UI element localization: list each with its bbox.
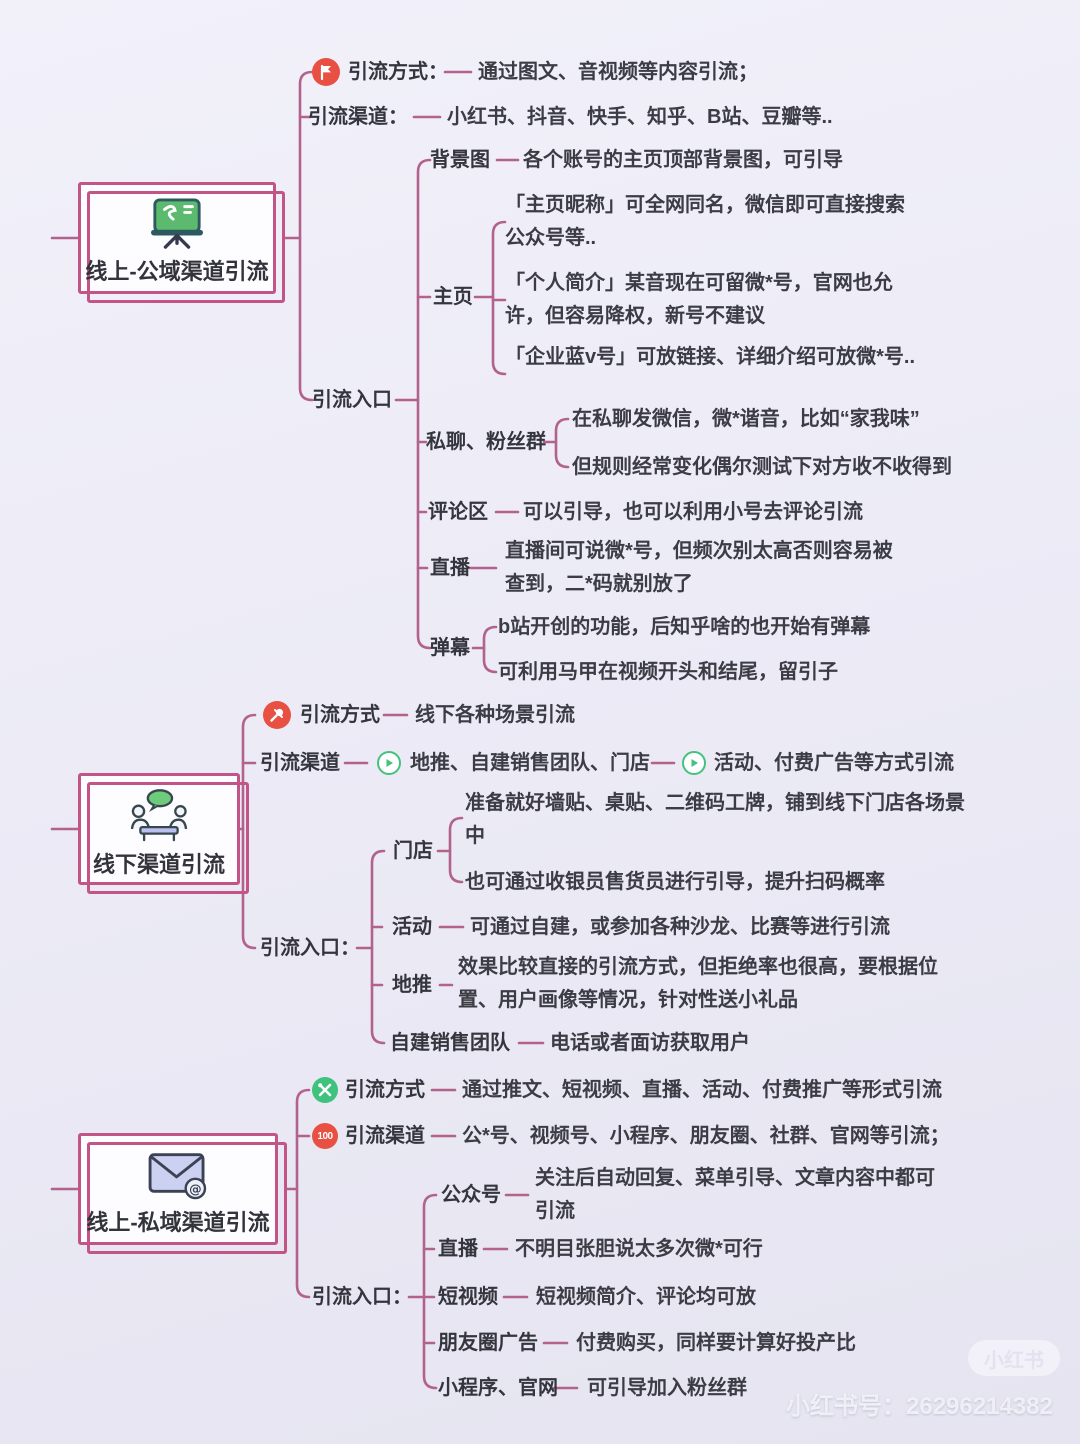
live-note[interactable]: 不明目张胆说太多次微*可行 — [515, 1238, 763, 1260]
xiaohongshu-id-watermark: 小红书号：26296214382 — [786, 1393, 1053, 1420]
entry-miniapp-label[interactable]: 小程序、官网 — [438, 1377, 558, 1399]
meeting-icon — [126, 788, 192, 847]
mail-icon: @ — [147, 1148, 209, 1205]
branch-channel-detail-2[interactable]: 活动、付费广告等方式引流 — [714, 752, 954, 774]
entry-event-label[interactable]: 活动 — [392, 916, 432, 938]
gzh-note[interactable]: 关注后自动回复、菜单引导、文章内容中都可引流 — [535, 1167, 935, 1222]
play-icon — [377, 751, 401, 775]
danmu-note-1[interactable]: b站开创的功能，后知乎啥的也开始有弹幕 — [498, 616, 871, 638]
root-node-offline-channels[interactable]: 线下渠道引流 — [78, 773, 240, 885]
xiaohongshu-badge: 小红书 — [968, 1340, 1060, 1376]
svg-text:@: @ — [189, 1181, 202, 1196]
branch-entry-label[interactable]: 引流入口 — [312, 389, 392, 411]
entry-shortvideo-label[interactable]: 短视频 — [438, 1286, 498, 1308]
homepage-nickname-note[interactable]: 「主页昵称」可全网同名，微信即可直接搜索公众号等.. — [505, 194, 905, 249]
danmu-note-2[interactable]: 可利用马甲在视频开头和结尾，留引子 — [498, 661, 838, 683]
play-icon — [682, 751, 706, 775]
branch-method-label[interactable]: 引流方式： — [348, 61, 448, 83]
flag-icon — [312, 58, 340, 86]
branch-channel-label[interactable]: 引流渠道 — [260, 752, 340, 774]
entry-bgimage-detail[interactable]: 各个账号的主页顶部背景图，可引导 — [523, 149, 843, 171]
hundred-icon: 100 — [312, 1123, 338, 1149]
salesteam-note[interactable]: 电话或者面访获取用户 — [550, 1032, 750, 1054]
livestream-note[interactable]: 直播间可说微*号，但频次别太高否则容易被查到，二*码就别放了 — [505, 540, 893, 595]
miniapp-note[interactable]: 可引导加入粉丝群 — [587, 1377, 747, 1399]
branch-channel-detail[interactable]: 小红书、抖音、快手、知乎、B站、豆瓣等.. — [447, 106, 833, 128]
branch-channel-label[interactable]: 引流渠道： — [308, 106, 408, 128]
branch-channel-detail-1[interactable]: 地推、自建销售团队、门店 — [410, 752, 650, 774]
branch-channel-label[interactable]: 引流渠道 — [345, 1125, 425, 1147]
entry-livestream-label[interactable]: 直播 — [430, 557, 470, 579]
entry-privatechat-label[interactable]: 私聊、粉丝群 — [426, 431, 546, 453]
branch-method-detail[interactable]: 通过推文、短视频、直播、活动、付费推广等形式引流 — [462, 1079, 942, 1101]
branch-entry-label[interactable]: 引流入口： — [312, 1286, 412, 1308]
branch-method-detail[interactable]: 线下各种场景引流 — [415, 704, 575, 726]
entry-homepage-label[interactable]: 主页 — [433, 286, 473, 308]
root-title: 线上-私域渠道引流 — [86, 1210, 270, 1235]
privatechat-note-2[interactable]: 但规则经常变化偶尔测试下对方收不收得到 — [572, 456, 952, 478]
root-node-private-channels[interactable]: @ 线上-私域渠道引流 — [78, 1133, 278, 1245]
root-title: 线上-公域渠道引流 — [85, 259, 269, 284]
entry-salesteam-label[interactable]: 自建销售团队 — [390, 1032, 510, 1054]
entry-momentsad-label[interactable]: 朋友圈广告 — [438, 1332, 538, 1354]
entry-gzh-label[interactable]: 公众号 — [441, 1184, 501, 1206]
branch-method-label[interactable]: 引流方式 — [300, 704, 380, 726]
branch-channel-detail[interactable]: 公*号、视频号、小程序、朋友圈、社群、官网等引流； — [462, 1125, 950, 1147]
shortvideo-note[interactable]: 短视频简介、评论均可放 — [536, 1286, 756, 1308]
branch-method-label[interactable]: 引流方式 — [345, 1079, 425, 1101]
tools-icon — [312, 1077, 338, 1103]
entry-comments-label[interactable]: 评论区 — [428, 501, 488, 523]
branch-entry-label[interactable]: 引流入口： — [260, 937, 360, 959]
pin-icon — [263, 701, 291, 729]
root-title: 线下渠道引流 — [92, 852, 225, 877]
momentsad-note[interactable]: 付费购买，同样要计算好投产比 — [576, 1332, 856, 1354]
entry-live-label[interactable]: 直播 — [438, 1238, 478, 1260]
event-note[interactable]: 可通过自建，或参加各种沙龙、比赛等进行引流 — [470, 916, 890, 938]
privatechat-note-1[interactable]: 在私聊发微信，微*谐音，比如“家我味” — [572, 408, 920, 430]
store-note-1[interactable]: 准备就好墙贴、桌贴、二维码工牌，铺到线下门店各场景中 — [465, 792, 965, 847]
homepage-bio-note[interactable]: 「个人简介」某音现在可留微*号，官网也允许，但容易降权，新号不建议 — [505, 272, 893, 327]
comments-note[interactable]: 可以引导，也可以利用小号去评论引流 — [523, 501, 863, 523]
store-note-2[interactable]: 也可通过收银员售货员进行引导，提升扫码概率 — [465, 871, 885, 893]
entry-store-label[interactable]: 门店 — [393, 840, 433, 862]
blackboard-icon — [148, 197, 206, 254]
ground-note[interactable]: 效果比较直接的引流方式，但拒绝率也很高，要根据位置、用户画像等情况，针对性送小礼… — [458, 956, 938, 1011]
entry-ground-label[interactable]: 地推 — [392, 974, 432, 996]
homepage-bluev-note[interactable]: 「企业蓝v号」可放链接、详细介绍可放微*号.. — [505, 346, 916, 368]
entry-bgimage-label[interactable]: 背景图 — [430, 149, 490, 171]
entry-danmu-label[interactable]: 弹幕 — [430, 637, 470, 659]
root-node-public-channels[interactable]: 线上-公域渠道引流 — [78, 182, 276, 294]
branch-method-detail[interactable]: 通过图文、音视频等内容引流； — [478, 61, 758, 83]
